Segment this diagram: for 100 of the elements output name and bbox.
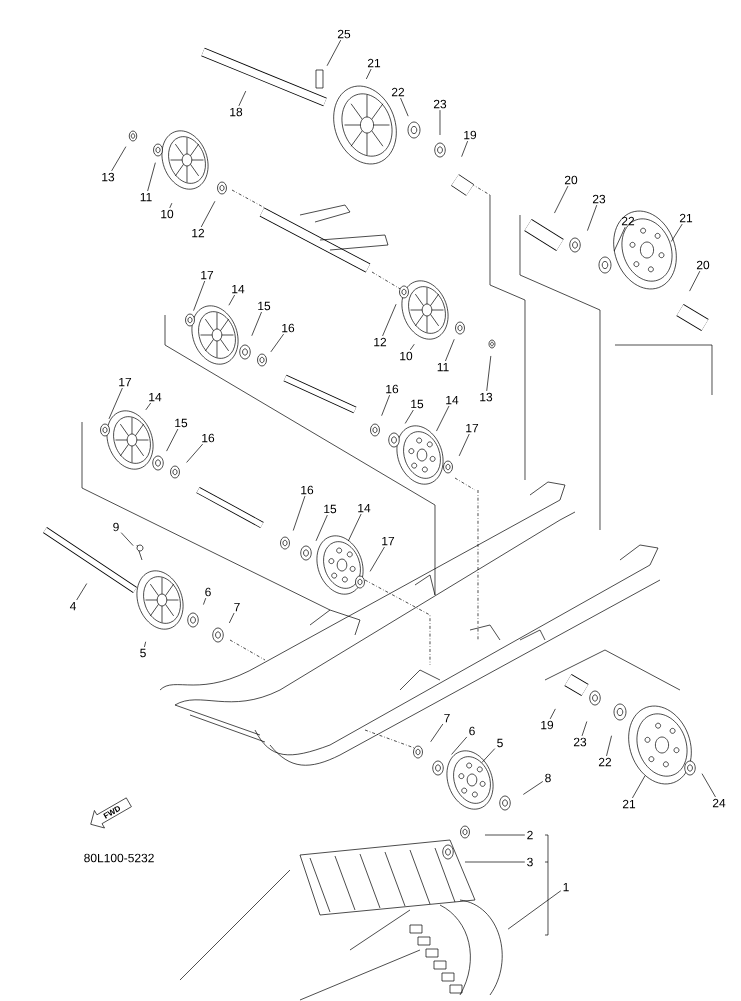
- leader-line: [145, 402, 152, 411]
- callout-number: 16: [386, 384, 399, 394]
- leader-line: [166, 428, 179, 452]
- callout-number: 3: [527, 857, 533, 867]
- callout-number: 4: [69, 601, 76, 611]
- callout-number: 20: [564, 175, 578, 185]
- callout-number: 16: [301, 485, 314, 495]
- callout-number: 10: [161, 209, 174, 219]
- callout-number: 5: [497, 738, 503, 748]
- leader-line: [200, 200, 216, 228]
- leader-line: [587, 204, 598, 231]
- callout-number: 16: [202, 433, 215, 443]
- leader-line: [549, 708, 556, 720]
- callout-number: 14: [149, 392, 162, 402]
- callout-number: 8: [545, 773, 551, 783]
- leader-line: [486, 355, 492, 392]
- leader-line: [451, 736, 468, 755]
- callout-number: 2: [527, 830, 533, 840]
- leader-line: [120, 532, 134, 546]
- callout-number: 1: [563, 882, 569, 892]
- callout-number: 16: [282, 323, 295, 333]
- callout-number: 15: [411, 399, 424, 409]
- leader-line: [464, 861, 526, 863]
- callout-number: 6: [469, 726, 475, 736]
- callout-number: 19: [464, 130, 477, 140]
- leader-line: [111, 146, 127, 172]
- leader-line: [228, 294, 235, 306]
- leader-line: [169, 202, 173, 209]
- callout-number: 11: [140, 192, 152, 202]
- leader-line: [481, 748, 496, 763]
- leader-line: [613, 226, 626, 252]
- callout-number: 11: [437, 362, 449, 372]
- callout-number: 17: [382, 536, 395, 546]
- leader-line: [186, 443, 203, 463]
- leader-line: [507, 890, 562, 930]
- leader-line: [251, 311, 262, 337]
- leader-line: [292, 495, 306, 531]
- leader-line: [445, 338, 455, 362]
- leader-line: [193, 280, 206, 311]
- callout-number: 17: [201, 270, 214, 280]
- leader-line: [484, 834, 526, 836]
- callout-number: 21: [367, 58, 381, 68]
- leader-line: [581, 721, 588, 737]
- callout-number: 17: [466, 423, 479, 433]
- callout-number: 7: [234, 602, 240, 612]
- callout-number: 14: [358, 503, 371, 513]
- leader-line: [203, 597, 207, 605]
- leader-line: [315, 514, 328, 542]
- part-number: 80L100-5232: [84, 853, 154, 863]
- leader-line: [701, 773, 716, 798]
- leader-line: [347, 513, 362, 542]
- callout-number: 19: [541, 720, 554, 730]
- callout-number: 5: [140, 648, 146, 658]
- leader-line: [670, 223, 683, 242]
- leader-line: [326, 39, 342, 67]
- leader-line: [632, 775, 646, 799]
- callout-number: 22: [621, 216, 635, 226]
- leader-line: [409, 343, 415, 351]
- leader-line: [381, 394, 390, 417]
- callout-number: 13: [102, 172, 115, 182]
- callout-number: 23: [433, 99, 447, 109]
- leader-line: [229, 612, 235, 624]
- leader-line: [238, 90, 247, 107]
- leader-line: [144, 641, 147, 648]
- callout-number: 12: [192, 228, 205, 238]
- leader-line: [436, 405, 450, 432]
- callout-number: 21: [622, 799, 636, 809]
- callout-number: 23: [592, 194, 606, 204]
- leader-line: [404, 409, 414, 424]
- callout-number: 20: [696, 260, 710, 270]
- leader-line: [461, 140, 468, 158]
- callout-number: 22: [598, 757, 612, 767]
- leader-line: [522, 781, 544, 795]
- callout-number: 22: [391, 87, 405, 97]
- callout-number: 25: [337, 29, 351, 39]
- callout-number: 23: [573, 737, 587, 747]
- callout-number: 17: [119, 377, 132, 387]
- callout-number: 6: [205, 587, 211, 597]
- leader-line: [76, 583, 88, 601]
- leader-line: [606, 735, 612, 757]
- callout-number: 9: [113, 522, 119, 532]
- callout-number: 15: [324, 504, 337, 514]
- leader-line: [458, 433, 470, 457]
- leader-line: [147, 162, 156, 192]
- callout-number: 15: [175, 418, 188, 428]
- leader-line: [689, 270, 701, 292]
- callout-number: 24: [712, 798, 726, 808]
- callout-number: 14: [232, 284, 245, 294]
- leader-line: [382, 303, 397, 337]
- leader-line: [439, 109, 441, 136]
- callout-number: 7: [444, 713, 450, 723]
- leader-line: [365, 68, 372, 80]
- callout-number: 15: [258, 301, 271, 311]
- callout-number: 18: [230, 107, 243, 117]
- callout-number: 13: [480, 392, 493, 402]
- callout-number: 12: [374, 337, 387, 347]
- leader-line: [270, 333, 284, 353]
- leader-line: [400, 97, 409, 117]
- callout-number: 14: [446, 395, 459, 405]
- callout-number: 10: [400, 351, 413, 361]
